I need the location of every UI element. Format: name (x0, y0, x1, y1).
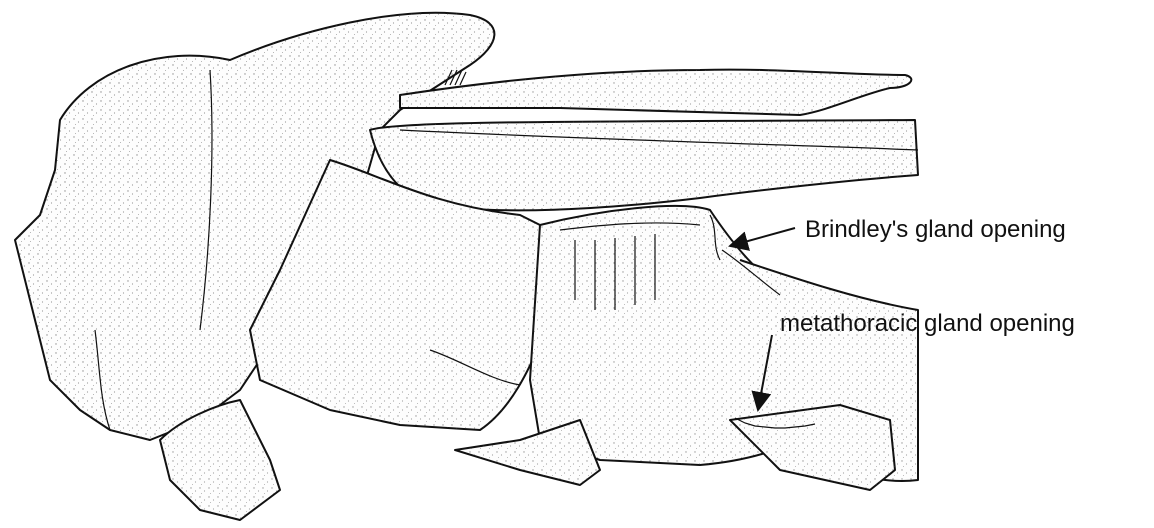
metathoracic-gland-label: metathoracic gland opening (780, 312, 1075, 336)
brindley-arrow (730, 228, 795, 246)
pronotal-lobe (400, 70, 911, 115)
brindley-gland-label: Brindley's gland opening (805, 218, 1066, 242)
wing-base (370, 120, 918, 210)
